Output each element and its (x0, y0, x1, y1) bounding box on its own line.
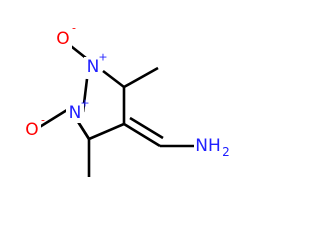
bond-c4-ch (123, 122, 161, 148)
oxygen-2-label: O (25, 120, 38, 140)
nitrogen-2-charge: + (80, 97, 89, 110)
nitrogen-1-label: N (87, 57, 100, 77)
nitrogen-2-label: N (69, 103, 82, 123)
atom-labels: N + N + O - O - NH 2 (23, 22, 230, 159)
structure-diagram: N + N + O - O - NH 2 (23, 21, 230, 177)
nitrogen-1-charge: + (98, 51, 107, 64)
oxygen-1-label: O (56, 29, 69, 49)
bond-n2-o2 (37, 108, 68, 130)
bonds (37, 41, 195, 177)
bond-c4-c5 (88, 122, 125, 141)
bond-c4-ch-second (129, 116, 164, 140)
oxygen-2-charge: - (41, 114, 45, 127)
bond-n1-c3 (102, 69, 125, 89)
amine-label: NH (195, 136, 221, 156)
amine-subscript: 2 (222, 145, 230, 159)
oxygen-1-charge: - (72, 22, 76, 35)
bond-c3-methyl (123, 66, 159, 89)
molecule-canvas: N + N + O - O - NH 2 (23, 21, 230, 177)
